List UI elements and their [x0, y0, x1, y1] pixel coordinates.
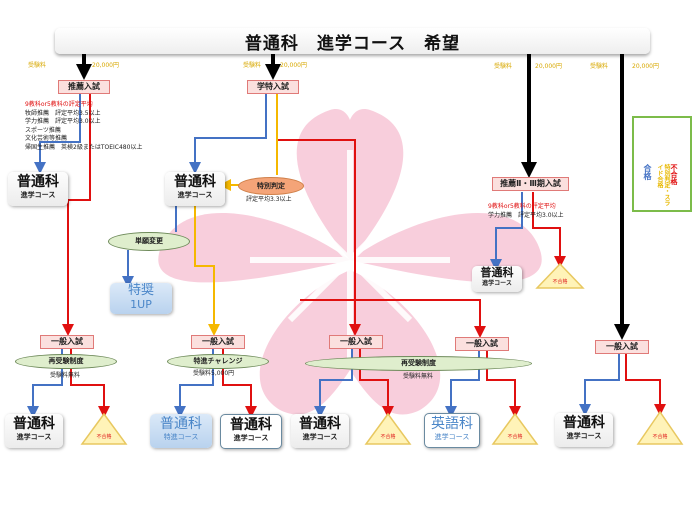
- course-sub: 進学コース: [233, 434, 269, 442]
- course-futsu-shingaku: 普通科 進学コース: [165, 172, 225, 206]
- criteria-line: 帰国生推薦 英検2級またはTOEIC480以上: [25, 143, 143, 151]
- criteria-line: スポーツ推薦: [25, 126, 61, 134]
- fail-label: 不合格: [96, 434, 112, 440]
- course-sub: 進学コース: [566, 432, 602, 440]
- course-futsu-shingaku: 普通科 進学コース: [8, 172, 68, 206]
- course-futsu-shingaku: 普通科 進学コース: [472, 266, 522, 292]
- criteria-line: 牧師推薦 評定平均3.5以上: [25, 109, 101, 117]
- tokusho-sub: 1UP: [130, 298, 152, 311]
- course-sub: 進学コース: [16, 433, 52, 441]
- course-sub: 進学コース: [20, 191, 56, 199]
- criteria-heading: 9教科or5教科の評定平均: [25, 101, 93, 108]
- criteria-heading: 9教科or5教科の評定平均: [488, 203, 556, 210]
- legend-fail: 不合格: [670, 164, 678, 185]
- exam-ippan: 一般入試: [191, 335, 245, 349]
- retake-fee-note: 受験料無料: [403, 373, 434, 380]
- course-name: 普通科: [160, 416, 202, 432]
- fail-triangle: [535, 262, 585, 289]
- course-name: 普通科: [480, 266, 514, 279]
- suisen-criteria: 9教科or5教科の評定平均 牧師推薦 評定平均3.5以上 学力推薦 評定平均3.…: [25, 101, 142, 152]
- fail-label: 不合格: [552, 279, 568, 285]
- retake-fee-note: 受験料無料: [50, 372, 81, 379]
- legend: 合格 特別判定・スライド合格 不合格: [632, 116, 692, 212]
- retake-system: 再受験制度: [15, 354, 117, 369]
- fail-triangle: [491, 412, 539, 445]
- course-name: 英語科: [431, 416, 473, 432]
- course-sub: 特進コース: [163, 433, 199, 441]
- course-name: 普通科: [13, 416, 55, 432]
- tokushin-challenge: 特進チャレンジ: [167, 354, 269, 369]
- fee-label: 受験料: [590, 63, 609, 70]
- course-futsu-tokushin: 普通科 特進コース: [150, 414, 212, 448]
- fail-triangle: [364, 412, 412, 445]
- retake-system: 再受験制度: [305, 356, 532, 371]
- exam-ippan: 一般入試: [595, 340, 649, 354]
- exam-ippan: 一般入試: [329, 335, 383, 349]
- course-name: 普通科: [563, 415, 605, 431]
- fee-label: 受験料: [494, 63, 513, 70]
- course-futsu-shingaku: 普通科 進学コース: [220, 414, 282, 449]
- fee-label: 受験料: [28, 62, 47, 69]
- course-name: 普通科: [230, 417, 272, 433]
- legend-slide: 特別判定・スライド合格: [656, 164, 670, 206]
- fee-amount: 20,000円: [280, 62, 307, 69]
- course-futsu-shingaku: 普通科 進学コース: [5, 414, 63, 448]
- tokusho-label: 特奨: [127, 283, 154, 298]
- special-judgement: 特別判定: [238, 177, 304, 195]
- page-title: 普通科 進学コース 希望: [55, 28, 650, 54]
- course-futsu-shingaku: 普通科 進学コース: [555, 413, 613, 447]
- fee-label: 受験料: [243, 62, 262, 69]
- fail-label: 不合格: [380, 434, 396, 440]
- suisen23-criteria: 9教科or5教科の評定平均 学力推薦 評定平均3.0以上: [488, 203, 564, 220]
- fee-amount: 20,000円: [632, 63, 659, 70]
- course-eigo-shingaku: 英語科 進学コース: [424, 413, 480, 448]
- fail-triangle: [80, 412, 128, 445]
- criteria-line: 文化芸術等推薦: [25, 135, 68, 142]
- course-sub: 進学コース: [482, 280, 512, 287]
- fee-amount: 20,000円: [535, 63, 562, 70]
- exam-gakutoku: 学特入試: [247, 80, 299, 94]
- exam-ippan: 一般入試: [455, 337, 509, 351]
- exam-suisen-2-3: 推薦Ⅱ・Ⅲ期入試: [492, 177, 569, 191]
- course-name: 普通科: [299, 416, 341, 432]
- challenge-fee-note: 受験料5,000円: [193, 370, 235, 377]
- fail-label: 不合格: [652, 434, 668, 440]
- course-sub: 進学コース: [302, 433, 338, 441]
- exam-suisen: 推薦入試: [58, 80, 110, 94]
- fail-label: 不合格: [507, 434, 523, 440]
- course-name: 普通科: [174, 174, 216, 190]
- criteria-line: 学力推薦 評定平均3.0以上: [25, 118, 101, 125]
- tokusho-1up: 特奨 1UP: [110, 283, 172, 314]
- course-name: 普通科: [17, 174, 59, 190]
- course-sub: 進学コース: [177, 191, 213, 199]
- criteria-line: 学力推薦 評定平均3.0以上: [488, 211, 564, 219]
- special-judgement-note: 評定平均3.3以上: [246, 196, 292, 203]
- exam-ippan: 一般入試: [40, 335, 94, 349]
- course-change: 単願変更: [108, 232, 190, 251]
- course-futsu-shingaku: 普通科 進学コース: [291, 414, 349, 448]
- legend-pass: 合格: [643, 164, 652, 180]
- fail-triangle: [636, 410, 684, 445]
- course-sub: 進学コース: [434, 433, 470, 441]
- fee-amount: 20,000円: [92, 62, 119, 69]
